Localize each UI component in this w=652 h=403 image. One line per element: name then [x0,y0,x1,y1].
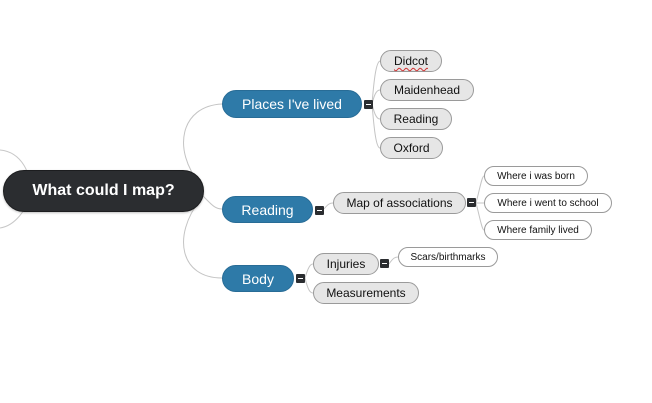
topic-measurements-label: Measurements [326,286,406,300]
topic-didcot[interactable]: Didcot [380,50,442,72]
connector-reading-map [323,202,334,210]
root-node-label: What could I map? [32,182,175,199]
connector-root-body [183,199,223,279]
connector-places-oxford [371,103,381,149]
connector-map-born [475,175,485,204]
connector-body-measurements [304,277,314,294]
topic-where-school-label: Where i went to school [497,197,599,209]
collapse-reading-icon[interactable] [315,206,324,215]
collapse-injuries-icon[interactable] [380,259,389,268]
connector-body-injuries [304,263,314,279]
collapse-map-of-associations-icon[interactable] [467,198,476,207]
topic-reading-place-label: Reading [393,112,439,126]
branch-body[interactable]: Body [222,265,294,292]
connector-injuries-scars [388,256,399,265]
branch-reading[interactable]: Reading [222,196,313,223]
connector-map-family [475,202,485,231]
topic-didcot-label: Didcot [393,54,428,68]
topic-maidenhead[interactable]: Maidenhead [380,79,474,101]
topic-injuries[interactable]: Injuries [313,253,379,275]
root-node[interactable]: What could I map? [3,170,204,212]
collapse-places-lived-icon[interactable] [364,100,373,109]
branch-body-label: Body [242,270,274,287]
topic-scars-birthmarks[interactable]: Scars/birthmarks [398,247,498,267]
branch-places-lived-label: Places I've lived [242,96,342,112]
topic-map-of-associations-label: Map of associations [346,196,453,210]
branch-places-lived[interactable]: Places I've lived [222,90,362,118]
topic-scars-birthmarks-label: Scars/birthmarks [410,251,486,263]
connector-root-reading [202,195,223,210]
topic-reading-place[interactable]: Reading [380,108,452,130]
topic-where-school[interactable]: Where i went to school [484,193,612,213]
branch-reading-label: Reading [241,201,294,218]
topic-where-family-label: Where family lived [497,224,579,236]
topic-map-of-associations[interactable]: Map of associations [333,192,466,214]
connector-places-didcot [371,60,381,105]
topic-maidenhead-label: Maidenhead [393,83,461,97]
topic-oxford-label: Oxford [393,141,430,155]
topic-injuries-label: Injuries [326,257,366,271]
topic-oxford[interactable]: Oxford [380,137,443,159]
collapse-body-icon[interactable] [296,274,305,283]
topic-where-family[interactable]: Where family lived [484,220,592,240]
topic-where-born[interactable]: Where i was born [484,166,588,186]
topic-where-born-label: Where i was born [497,170,575,182]
topic-measurements[interactable]: Measurements [313,282,419,304]
